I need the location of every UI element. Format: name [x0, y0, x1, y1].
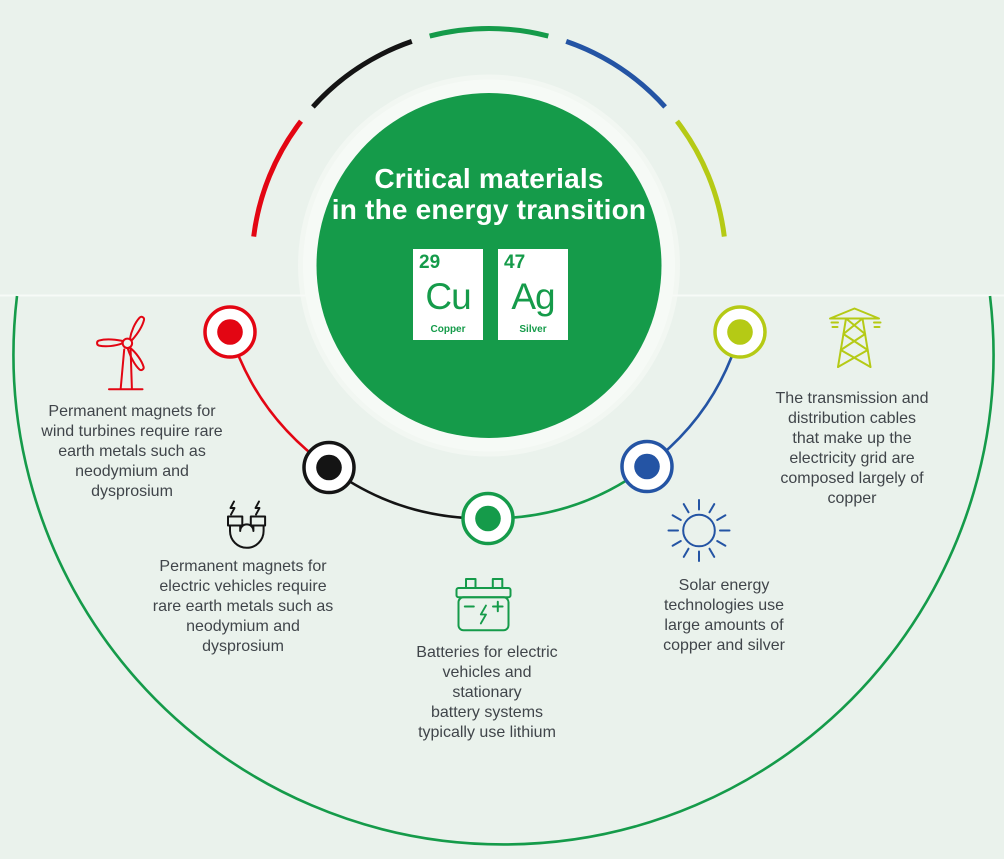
battery-plus — [492, 600, 504, 613]
element-name-silver: Silver — [519, 324, 547, 335]
element-symbol-copper: Cu — [425, 276, 471, 317]
transmission-tower-icon — [829, 307, 882, 368]
magnet-icon — [227, 500, 267, 549]
node-red-dot — [217, 319, 243, 345]
center-circle — [316, 93, 662, 438]
batteries-description: Batteries for electric vehicles and stat… — [416, 644, 558, 741]
battery-icon — [455, 578, 512, 632]
sun-icon — [667, 499, 731, 562]
atomic-number-silver: 47 — [504, 252, 526, 273]
ring-segment-lime — [675, 119, 727, 237]
solar-energy-description: Solar energy technologies use large amou… — [663, 577, 785, 654]
node-lime — [713, 305, 767, 359]
node-lime-dot — [727, 319, 753, 345]
element-name-copper: Copper — [430, 324, 466, 335]
node-blue-dot — [634, 453, 660, 480]
electric-vehicle-magnets-description: Permanent magnets for electric vehicles … — [152, 558, 334, 655]
element-tile-silver: 47 Ag Silver — [498, 249, 568, 340]
ring-segment-green — [429, 26, 549, 39]
node-red — [203, 305, 257, 359]
outer-semicircle-arc — [12, 295, 995, 846]
wind-turbine-icon — [96, 315, 146, 391]
atomic-number-copper: 29 — [419, 252, 441, 273]
title-line-2: in the energy transition — [331, 194, 647, 225]
electricity-grid-description: The transmission and distribution cables… — [775, 390, 929, 507]
battery-bolt — [479, 604, 487, 625]
wind-turbines-description: Permanent magnets for wind turbines requ… — [41, 403, 223, 500]
node-blue — [620, 439, 674, 494]
element-tile-copper: 29 Cu Copper — [413, 249, 483, 340]
node-black — [302, 440, 356, 495]
color-ring-segments — [251, 26, 727, 237]
central-disc — [298, 74, 680, 457]
infographic-title: Critical materials in the energy transit… — [289, 163, 689, 225]
node-black-dot — [316, 454, 342, 481]
ring-segment-black — [311, 39, 413, 109]
node-green-dot — [475, 505, 501, 532]
element-symbol-silver: Ag — [511, 276, 555, 317]
ring-segment-blue — [565, 39, 667, 109]
nodes — [203, 305, 767, 546]
node-green — [461, 491, 515, 546]
title-line-1: Critical materials — [374, 163, 604, 194]
ring-segment-red — [251, 119, 303, 237]
